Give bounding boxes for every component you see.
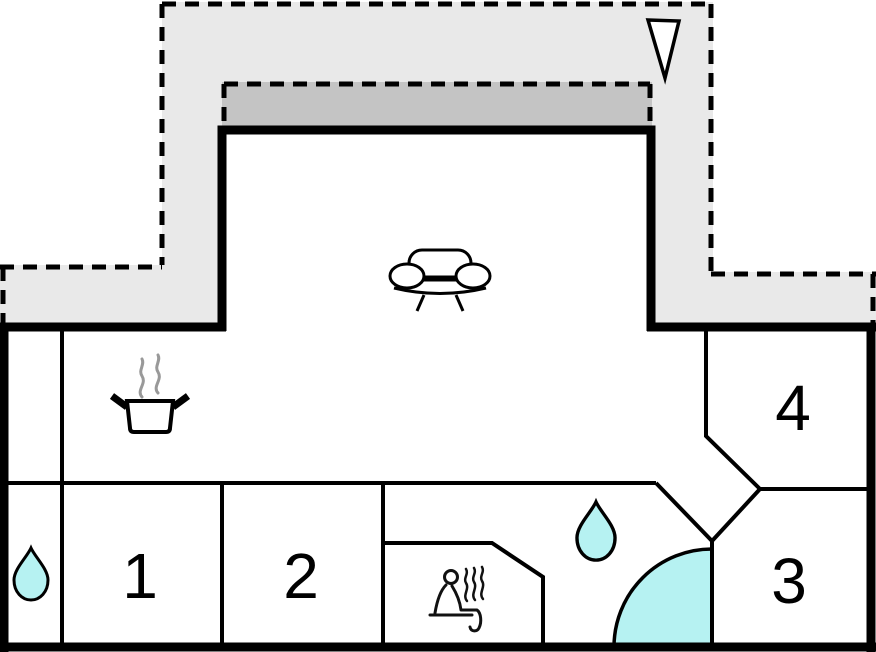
water-drop-icon: [12, 544, 50, 602]
sauna-icon: [428, 565, 485, 633]
exterior-walls: [0, 125, 876, 652]
entrance-arrow-icon: [645, 18, 682, 85]
wall-sauna-top: [383, 541, 545, 647]
steam-icon: [138, 353, 161, 399]
wall-living-top: [217, 125, 656, 331]
sofa-icon: [388, 248, 492, 312]
water-drop-icon: [575, 497, 617, 562]
room-4-label: 4: [775, 372, 811, 444]
wall-hall-diagonal-right: [710, 487, 762, 543]
awning-dashed-edges: [221, 81, 653, 128]
terrace-dashed-boundary: [0, 1, 876, 327]
door-swing-arc: [612, 547, 713, 648]
terrace-area: [0, 1, 876, 331]
pot-handle-right: [170, 393, 191, 410]
room-2-label: 2: [283, 540, 319, 612]
awning-strip: [221, 81, 653, 132]
terrace-fill: [0, 2, 876, 331]
door-swing-icon: [612, 547, 713, 648]
room-1-label: 1: [122, 540, 158, 612]
interior-walls: [8, 331, 871, 647]
cooking-pot-icon: [109, 353, 191, 434]
pot-body: [124, 399, 176, 434]
wall-hall-diagonal-left: [654, 481, 714, 543]
awning-fill: [222, 82, 652, 132]
room-3-label: 3: [771, 545, 807, 617]
pot-handle-left: [109, 393, 130, 410]
sauna-steam-icon: [463, 565, 485, 603]
door-swing-fill: [614, 549, 712, 647]
wall-room4-left: [704, 331, 762, 491]
